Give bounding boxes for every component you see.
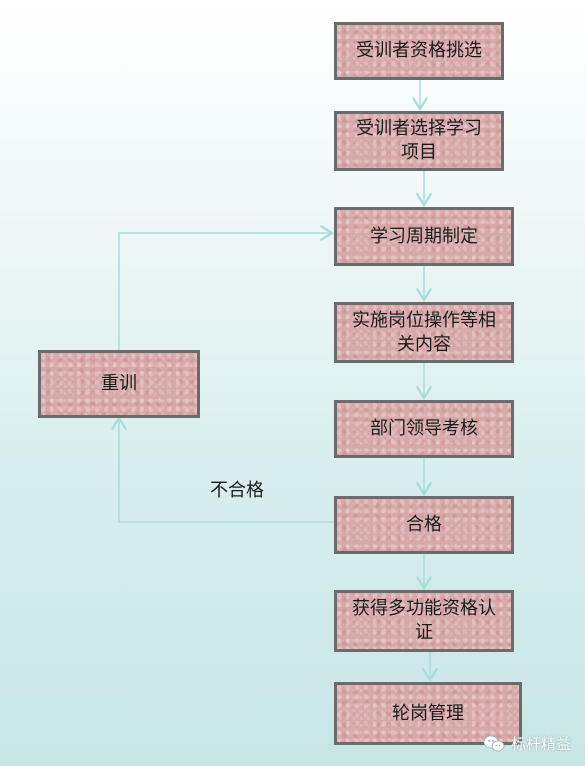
step-retrain: 重训 (38, 350, 200, 418)
watermark: 标杆精益 (483, 733, 571, 754)
step-cert-label: 获得多功能资格认证 (352, 598, 496, 643)
wechat-icon (483, 735, 505, 753)
step-cert: 获得多功能资格认证 (334, 590, 514, 652)
step-choose: 受训者选择学习项目 (334, 111, 504, 171)
step-choose-label: 受训者选择学习项目 (356, 118, 482, 163)
arrow-retrain-to-cycle (118, 233, 332, 350)
step-review: 部门领导考核 (334, 400, 514, 458)
step-rotate-label: 轮岗管理 (392, 702, 464, 724)
step-content: 实施岗位操作等相关内容 (334, 302, 514, 363)
watermark-text: 标杆精益 (510, 735, 571, 753)
step-cycle-label: 学习周期制定 (370, 225, 478, 247)
step-pass-label: 合格 (406, 514, 442, 535)
fail-label: 不合格 (210, 480, 264, 501)
step-cycle: 学习周期制定 (334, 207, 514, 266)
step-select: 受训者资格挑选 (334, 22, 504, 80)
step-pass: 合格 (334, 496, 514, 554)
step-content-label: 实施岗位操作等相关内容 (352, 309, 496, 355)
arrow-fail-to-retrain (119, 418, 334, 523)
step-rotate: 轮岗管理 (334, 682, 522, 745)
step-review-label: 部门领导考核 (370, 418, 478, 439)
step-select-label: 受训者资格挑选 (356, 40, 482, 61)
step-retrain-label: 重训 (101, 373, 137, 394)
